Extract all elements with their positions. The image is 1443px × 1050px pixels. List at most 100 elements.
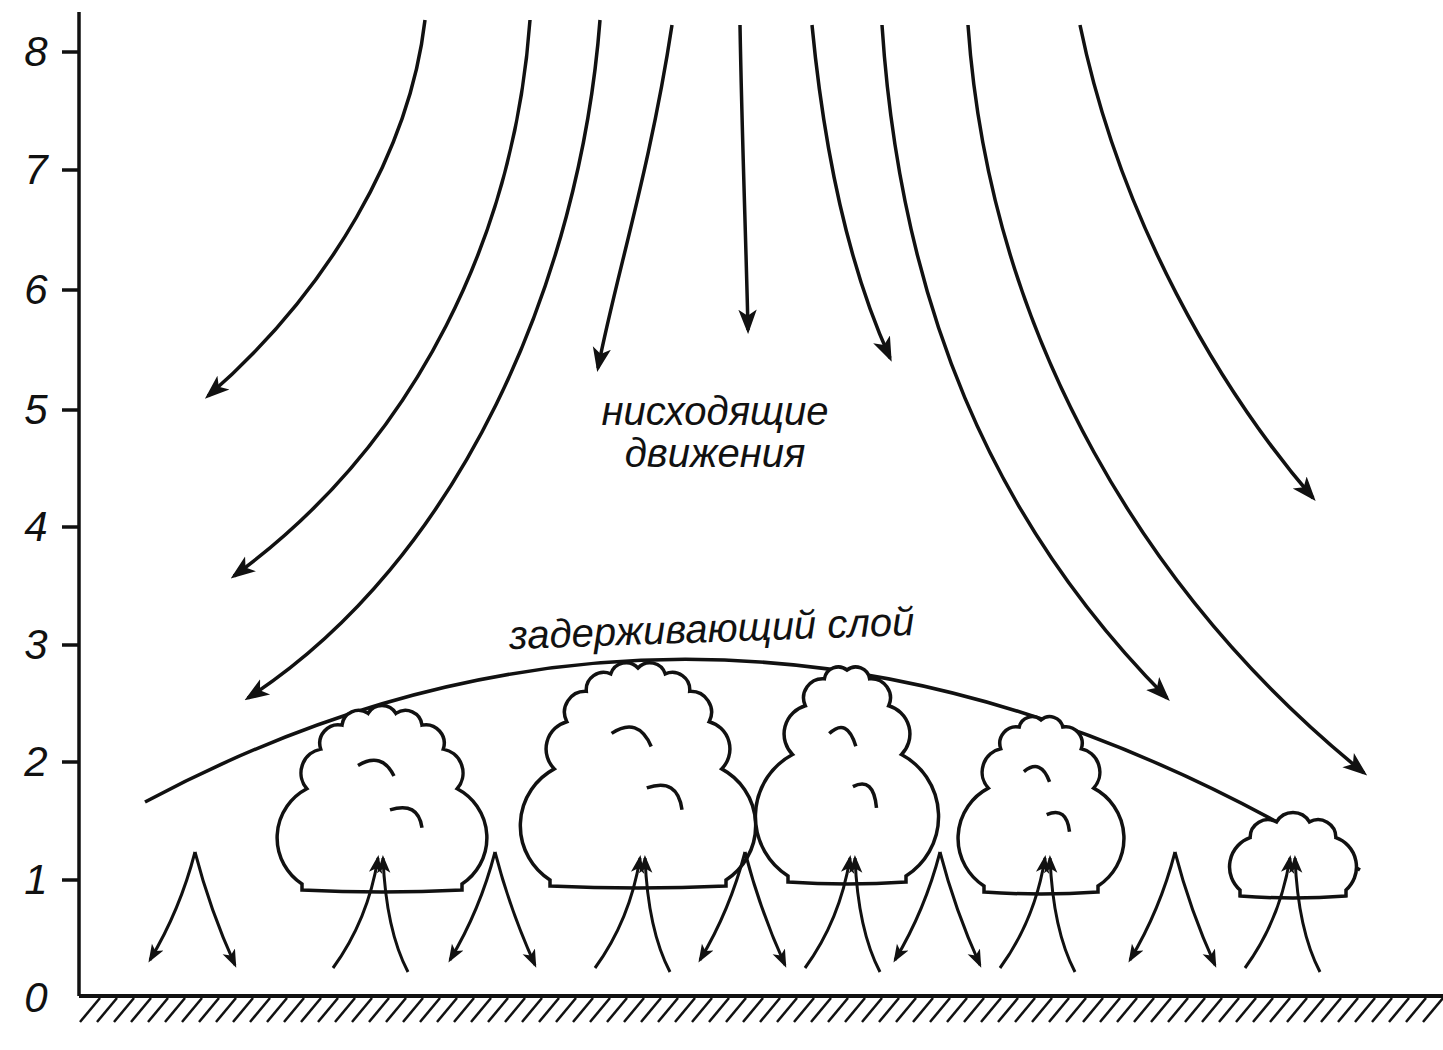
hatch-line [216, 998, 236, 1022]
hatch-line [267, 998, 287, 1022]
ground [79, 996, 1443, 1022]
hatch-line [522, 998, 542, 1022]
hatch-line [1219, 998, 1239, 1022]
updraft-arrow [645, 858, 670, 972]
hatch-line [930, 998, 950, 1022]
hatch-line [981, 998, 1001, 1022]
hatch-line [862, 998, 882, 1022]
cloud-curl [1047, 812, 1070, 831]
hatch-line [879, 998, 899, 1022]
hatch-line [641, 998, 661, 1022]
cloud-outline [520, 663, 755, 888]
hatch-line [607, 998, 627, 1022]
hatch-line [845, 998, 865, 1022]
hatch-line [590, 998, 610, 1022]
axis-number: 8 [24, 30, 47, 74]
motion-label: нисходящие движения [580, 390, 850, 474]
updraft-arrow [333, 858, 378, 968]
hatch-line [1236, 998, 1256, 1022]
hatch-line [1185, 998, 1205, 1022]
axis-number: 1 [24, 858, 47, 902]
hatch-line [250, 998, 270, 1022]
hatch-line [1117, 998, 1137, 1022]
hatch-line [1032, 998, 1052, 1022]
hatch-line [794, 998, 814, 1022]
hatch-line [488, 998, 508, 1022]
hatch-line [1066, 998, 1086, 1022]
hatch-line [131, 998, 151, 1022]
cloud-curl [390, 808, 422, 828]
hatch-line [760, 998, 780, 1022]
cloud-outline [1230, 812, 1357, 898]
hatch-line [1406, 998, 1426, 1022]
cloud-curl [829, 727, 856, 746]
layer-label: задерживающий слой [509, 600, 916, 656]
cumulus-clouds [277, 663, 1356, 898]
hatch-line [913, 998, 933, 1022]
hatch-line [1372, 998, 1392, 1022]
updraft-arrow [383, 858, 408, 972]
cloud-curl [358, 760, 394, 776]
hatch-line [165, 998, 185, 1022]
hatch-line [896, 998, 916, 1022]
hatch-line [386, 998, 406, 1022]
hatch-line [199, 998, 219, 1022]
hatch-line [1389, 998, 1409, 1022]
hatch-line [573, 998, 593, 1022]
hatch-line [505, 998, 525, 1022]
hatch-line [1134, 998, 1154, 1022]
hatch-line [420, 998, 440, 1022]
hatch-line [1168, 998, 1188, 1022]
hatch-line [828, 998, 848, 1022]
hatch-line [1049, 998, 1069, 1022]
hatch-line [1270, 998, 1290, 1022]
hatch-line [148, 998, 168, 1022]
hatch-line [624, 998, 644, 1022]
height-axis [62, 12, 79, 996]
hatch-line [369, 998, 389, 1022]
hatch-line [471, 998, 491, 1022]
axis-number: 0 [24, 976, 47, 1020]
axis-number: 5 [24, 388, 47, 432]
downdraft-arrow [1130, 852, 1175, 960]
hatch-line [318, 998, 338, 1022]
hatch-line [556, 998, 576, 1022]
hatch-line [403, 998, 423, 1022]
hatch-line [1015, 998, 1035, 1022]
hatch-line [539, 998, 559, 1022]
downdraft-arrow [450, 852, 495, 960]
axis-number: 6 [24, 268, 47, 312]
hatch-line [284, 998, 304, 1022]
updraft-arrow [595, 858, 640, 968]
updraft-arrow [1245, 858, 1290, 968]
axis-number: 2 [24, 740, 47, 784]
cloud-outline [755, 667, 938, 884]
cloud-curl [1024, 767, 1050, 782]
downdraft-arrow [1175, 852, 1215, 965]
hatch-line [964, 998, 984, 1022]
hatch-line [1304, 998, 1324, 1022]
updraft-arrow [855, 858, 880, 972]
hatch-line [811, 998, 831, 1022]
hatch-line [1253, 998, 1273, 1022]
axis-number: 4 [24, 505, 47, 549]
hatch-line [301, 998, 321, 1022]
hatch-line [1423, 998, 1443, 1022]
hatch-line [114, 998, 134, 1022]
hatch-line [998, 998, 1018, 1022]
hatch-line [743, 998, 763, 1022]
hatch-line [709, 998, 729, 1022]
downdraft-arrow [150, 852, 195, 960]
hatch-line [454, 998, 474, 1022]
hatch-line [777, 998, 797, 1022]
hatch-line [233, 998, 253, 1022]
hatch-line [97, 998, 117, 1022]
downdraft-arrow [895, 852, 940, 960]
hatch-line [335, 998, 355, 1022]
downdraft-arrow [745, 852, 785, 965]
downdraft-arrow [700, 852, 745, 960]
downdraft-arrow [940, 852, 980, 965]
cloud-curl [612, 727, 652, 746]
hatch-line [1100, 998, 1120, 1022]
